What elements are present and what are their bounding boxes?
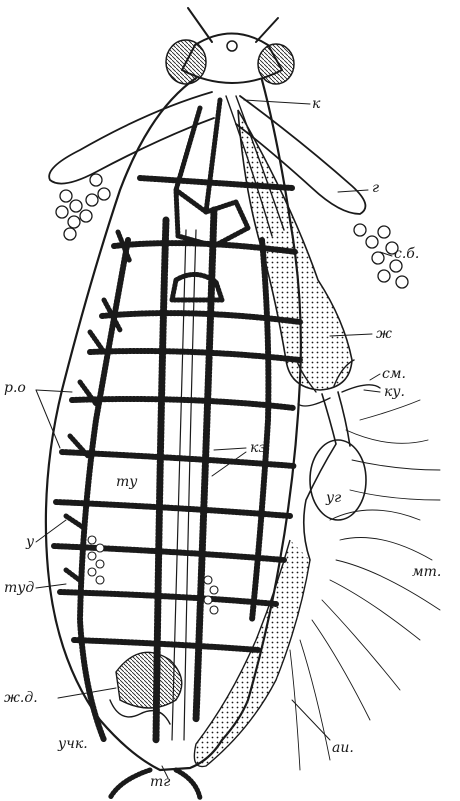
label-tu: ту: [116, 474, 138, 490]
genital-chamber: [110, 652, 182, 724]
label-tug: туд: [4, 580, 34, 596]
label-mt: мт.: [412, 564, 441, 580]
label-r: г: [372, 180, 379, 196]
label-sb: с.б.: [394, 246, 419, 262]
antennae: [188, 8, 278, 42]
label-uchk: учк.: [57, 736, 88, 752]
label-ai: аи.: [332, 740, 354, 756]
compound-eye-left: [166, 40, 206, 84]
label-kz: кз: [250, 440, 266, 456]
label-k: к: [312, 96, 321, 112]
label-ro: р.о: [4, 380, 26, 396]
label-zhd: ж.д.: [4, 690, 38, 706]
label-sm: см.: [382, 366, 406, 382]
head: [166, 34, 294, 85]
hindgut: [194, 540, 310, 767]
label-ug: уг: [325, 490, 341, 506]
salivary-glands: [49, 92, 365, 236]
malpighian-tubules: [290, 400, 440, 770]
label-tr: тг: [150, 774, 170, 790]
label-ku: ку.: [384, 384, 405, 400]
label-u: у: [25, 534, 35, 550]
label-zh: ж: [376, 326, 392, 342]
compound-eye-right: [258, 44, 294, 84]
